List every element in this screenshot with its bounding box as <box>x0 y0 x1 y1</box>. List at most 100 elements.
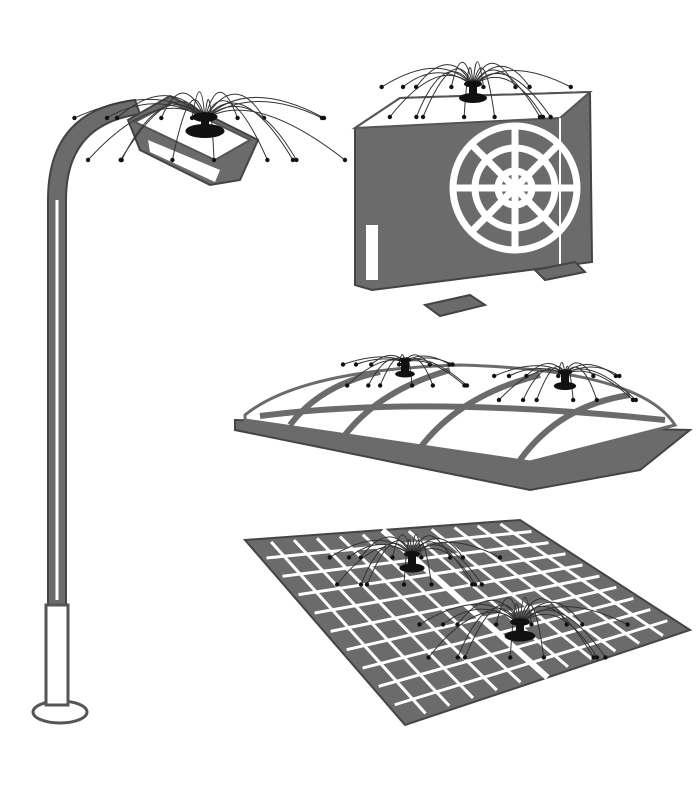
spike-wire <box>415 64 474 88</box>
spike-wire <box>204 93 265 120</box>
ac-foot-left <box>422 293 488 318</box>
spike-wire <box>411 547 476 585</box>
spike-tip <box>496 397 502 403</box>
spike-wire <box>463 66 474 118</box>
spike-wire <box>411 538 464 558</box>
bird-deterrent-spider-icon <box>491 362 639 403</box>
spike-wire <box>342 356 406 365</box>
spike-wire <box>366 540 413 585</box>
spike-tip <box>426 655 431 660</box>
solar-panel <box>242 518 693 727</box>
spike-tip <box>346 555 352 560</box>
spike-tip <box>387 114 393 120</box>
pole-sleeve <box>44 603 70 707</box>
spike-cap <box>192 112 218 122</box>
spike-wire <box>411 541 473 585</box>
spike-tip <box>417 622 422 627</box>
spike-wire <box>191 91 206 120</box>
spike-tip <box>491 373 497 379</box>
bird-deterrent-spider-icon <box>72 91 348 163</box>
spike-wire <box>495 597 521 625</box>
spike-wire <box>450 62 474 88</box>
spike-wire <box>204 96 325 120</box>
spike-tip <box>118 157 123 163</box>
spike-wire <box>472 69 541 118</box>
spike-wire <box>360 536 413 558</box>
spike-tip <box>570 397 576 403</box>
spike-post <box>201 117 209 131</box>
spike-tip <box>85 157 91 163</box>
spike-tip <box>472 582 478 587</box>
spike-tip <box>625 622 630 627</box>
spike-wire <box>120 101 206 161</box>
deterrents <box>72 61 639 660</box>
spike-wire <box>171 99 206 161</box>
spike-cap <box>464 80 482 88</box>
spike-wire <box>411 535 451 558</box>
spike-tip <box>492 114 497 120</box>
spike-post <box>561 372 569 386</box>
spike-tip <box>506 373 512 379</box>
spike-tip <box>396 362 402 367</box>
spike-tip <box>450 362 455 367</box>
spike-tip <box>594 397 600 403</box>
spike-cap <box>403 550 421 558</box>
spike-tip <box>414 114 419 120</box>
spike-tip <box>159 115 164 121</box>
spike-tip <box>440 622 446 627</box>
spike-tip <box>462 383 467 388</box>
spike-wire <box>519 603 545 658</box>
spike-wire <box>204 101 323 120</box>
spike-wire <box>457 599 521 625</box>
spike-tip <box>520 397 526 403</box>
bird-deterrent-spider-icon <box>379 61 574 120</box>
spike-tip <box>455 622 460 627</box>
spike-wire <box>204 98 215 161</box>
spike-tip <box>369 362 374 367</box>
spike-tip <box>479 582 485 587</box>
spike-tip <box>481 84 486 90</box>
spike-wire <box>422 68 474 118</box>
spike-tip <box>630 397 636 403</box>
spike-tip <box>327 555 332 560</box>
spike-wire <box>336 546 413 585</box>
spike-cap <box>510 618 530 626</box>
spike-tip <box>358 582 364 587</box>
spike-tip <box>594 655 600 660</box>
spike-wire <box>116 95 206 120</box>
spike-tip <box>527 84 532 90</box>
spike-wire <box>472 72 552 118</box>
spike-tip <box>390 555 395 560</box>
air-conditioner-unit <box>351 90 594 318</box>
spike-wire <box>87 107 206 161</box>
spike-tip <box>524 373 529 379</box>
spike-tip <box>345 383 350 388</box>
spike-tip <box>409 383 415 388</box>
spike-tip <box>72 115 77 121</box>
spike-wire <box>329 539 413 558</box>
spike-tip <box>568 84 574 90</box>
spike-tip <box>591 655 596 660</box>
spike-tip <box>494 622 499 627</box>
spike-tip <box>449 84 454 90</box>
ac-top <box>351 90 593 130</box>
spike-tip <box>430 383 436 388</box>
street-lamp <box>31 94 260 725</box>
spike-tip <box>540 114 546 120</box>
spike-wire <box>74 98 206 120</box>
spike-post <box>469 84 477 98</box>
spike-tip <box>462 655 468 660</box>
spike-tip <box>548 114 553 120</box>
spike-tip <box>617 373 622 379</box>
spike-post <box>408 554 416 568</box>
spike-wire <box>204 105 297 161</box>
spike-tip <box>290 157 296 163</box>
lamp-lens <box>148 140 220 182</box>
spike-tip <box>170 157 175 163</box>
spike-tip <box>508 655 513 660</box>
spike-tip <box>429 582 434 587</box>
spike-wire <box>472 67 496 118</box>
spike-tip <box>294 157 299 163</box>
spike-tip <box>419 555 424 560</box>
spike-tip <box>580 622 585 627</box>
